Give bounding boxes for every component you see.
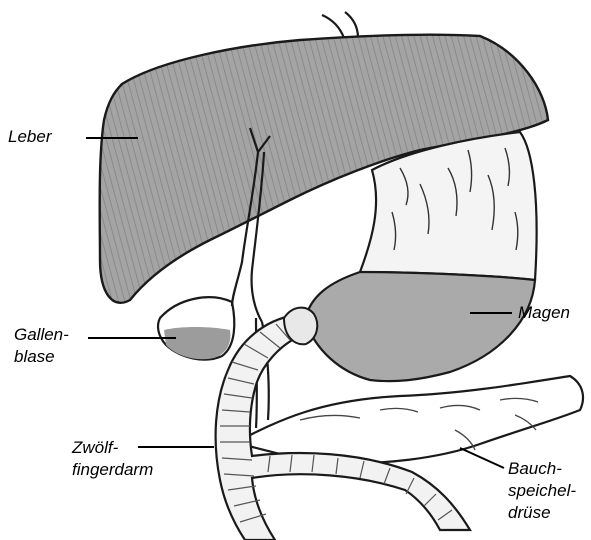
label-bauchspeicheldruese-line1: Bauch-	[508, 458, 562, 479]
pancreas	[240, 376, 583, 463]
label-zwoelffingerdarm-line1: Zwölf-	[72, 437, 118, 458]
label-zwoelffingerdarm-line2: fingerdarm	[72, 459, 153, 480]
label-bauchspeicheldruese-line3: drüse	[508, 502, 551, 523]
label-gallenblase-line2: blase	[14, 346, 55, 367]
vessels-top	[322, 12, 358, 38]
label-magen: Magen	[518, 302, 570, 323]
gallbladder-shading	[164, 327, 230, 359]
label-leber: Leber	[8, 126, 51, 147]
stomach-lower	[305, 272, 535, 381]
leader-bauchspeicheldruese	[460, 448, 504, 468]
label-bauchspeicheldruese-line2: speichel-	[508, 480, 576, 501]
label-gallenblase-line1: Gallen-	[14, 324, 69, 345]
